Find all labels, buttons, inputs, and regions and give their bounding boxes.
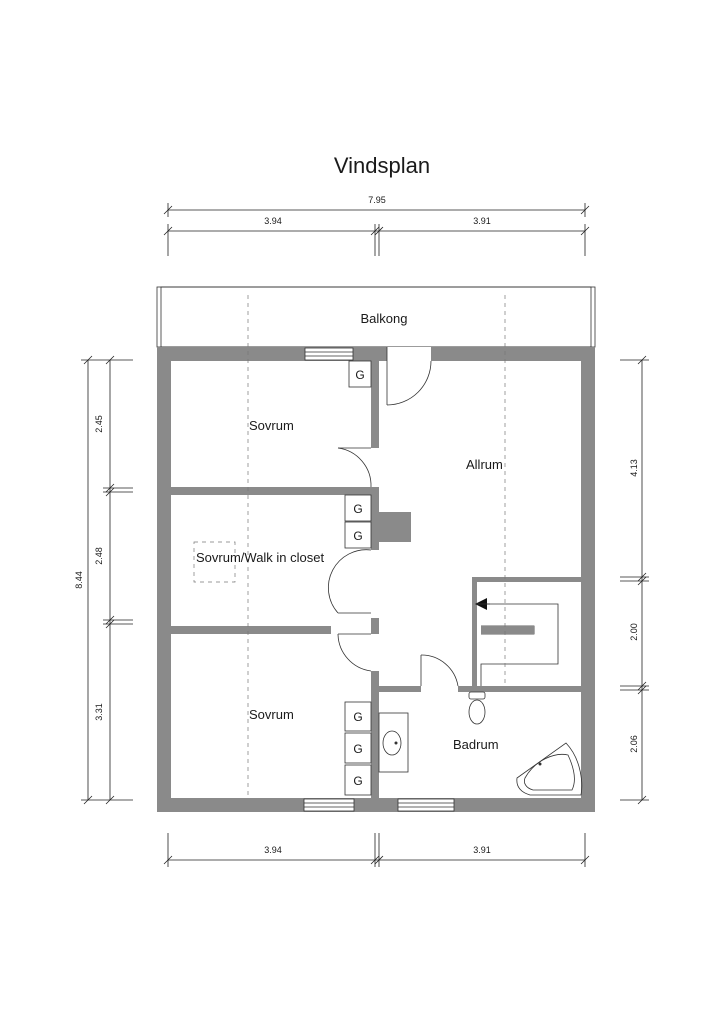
wardrobe-label: G (355, 368, 364, 382)
dim-right-mid: 2.00 (629, 623, 639, 641)
room-label-closet: Sovrum/Walk in closet (196, 550, 324, 565)
stairs (475, 598, 559, 686)
dim-top-left: 3.94 (264, 216, 282, 226)
dim-left-mid: 2.48 (94, 547, 104, 565)
wardrobe-label: G (353, 742, 362, 756)
wardrobe-label: G (353, 710, 362, 724)
room-label-bedroom-bottom: Sovrum (249, 707, 294, 722)
ridge-lines (193, 295, 506, 798)
dim-right-bottom: 2.06 (629, 735, 639, 753)
bathtub-icon (516, 742, 583, 796)
right-dimensions: 4.13 2.00 2.06 (620, 355, 649, 805)
wardrobe-label: G (353, 529, 362, 543)
wardrobe-label: G (353, 774, 362, 788)
doors (328, 347, 459, 687)
dim-bottom-right: 3.91 (473, 845, 491, 855)
windows (303, 347, 455, 812)
sink-icon (378, 712, 409, 773)
bathroom-fixtures (378, 691, 583, 796)
balcony: Balkong (156, 286, 596, 348)
left-dimensions: 8.44 2.45 2.48 3.31 (74, 355, 133, 805)
room-label-balcony: Balkong (361, 311, 408, 326)
plan-title: Vindsplan (334, 153, 430, 178)
wardrobes: G G G G G G (344, 360, 372, 796)
dim-top-right: 3.91 (473, 216, 491, 226)
top-dimensions: 7.95 3.94 3.91 (163, 195, 590, 256)
walls (157, 347, 595, 812)
dim-bottom-left: 3.94 (264, 845, 282, 855)
dim-left-total: 8.44 (74, 571, 84, 589)
room-label-bedroom-top: Sovrum (249, 418, 294, 433)
room-label-living: Allrum (466, 457, 503, 472)
room-label-bathroom: Badrum (453, 737, 499, 752)
wardrobe-label: G (353, 502, 362, 516)
toilet-icon (468, 691, 486, 725)
dim-top-total: 7.95 (368, 195, 386, 205)
dim-right-top: 4.13 (629, 459, 639, 477)
dim-left-bottom: 3.31 (94, 703, 104, 721)
room-labels: Sovrum Sovrum/Walk in closet Sovrum Allr… (196, 418, 503, 752)
bottom-dimensions: 3.94 3.91 (163, 833, 590, 867)
dim-left-top: 2.45 (94, 415, 104, 433)
